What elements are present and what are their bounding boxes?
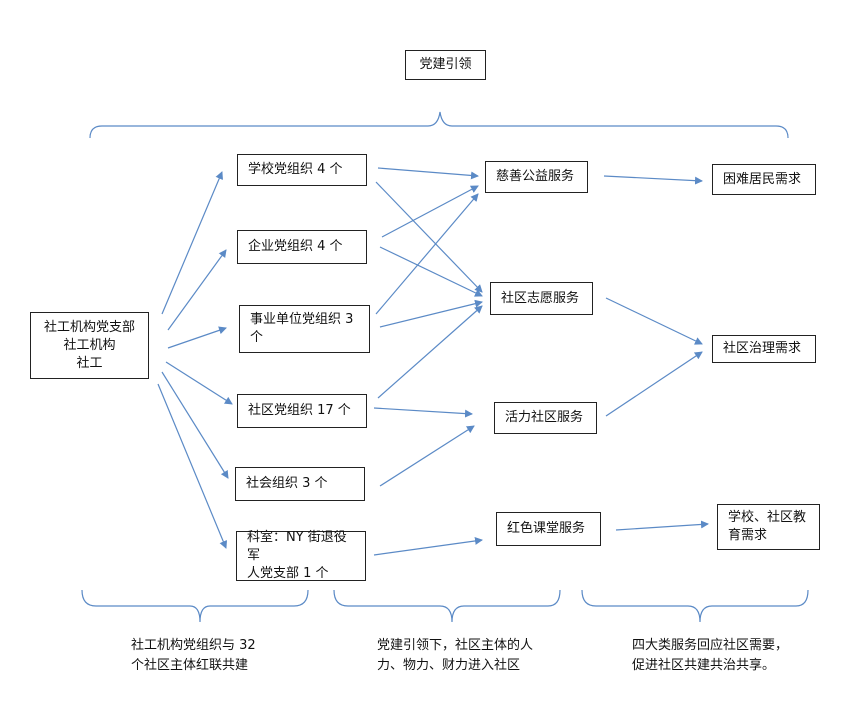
arrow-source-to-org-3 xyxy=(167,326,227,349)
bottom-note-middle: 党建引领下，社区主体的人 力、物力、财力进入社区 xyxy=(377,638,534,673)
arrow-service-1-to-need-1 xyxy=(603,175,703,185)
need-node-label: 社区治理需求 xyxy=(723,341,802,356)
need-node-label: 困难居民需求 xyxy=(723,171,802,187)
arrow-org-3-to-service-2 xyxy=(379,299,483,328)
arrow-org-2-to-service-2 xyxy=(379,246,483,297)
org-node-label: 社区党组织 17 个 xyxy=(248,403,351,418)
service-node-2: 社区志愿服务 xyxy=(490,282,593,315)
org-node-2: 企业党组织 4 个 xyxy=(237,230,367,264)
org-node-label: 社会组织 3 个 xyxy=(246,476,328,491)
org-node-3: 事业单位党组织 3 个 xyxy=(239,305,370,353)
arrow-org-1-to-service-1 xyxy=(377,167,479,180)
top-label-box: 党建引领 xyxy=(405,50,486,80)
arrow-org-2-to-service-1 xyxy=(381,185,479,238)
arrow-service-4-to-need-3 xyxy=(615,520,709,531)
source-node: 社工机构党支部 社工机构 社工 xyxy=(30,312,149,379)
arrow-org-5-to-service-3 xyxy=(379,425,475,487)
arrow-service-3-to-need-2 xyxy=(605,351,703,417)
service-node-label: 红色课堂服务 xyxy=(507,521,586,536)
arrow-source-to-org-2 xyxy=(167,249,227,331)
bottom-brace-left xyxy=(81,589,309,623)
service-node-3: 活力社区服务 xyxy=(494,402,597,434)
source-node-label: 社工机构党支部 社工机构 社工 xyxy=(43,319,135,371)
service-node-label: 慈善公益服务 xyxy=(496,169,575,184)
arrow-source-to-org-5 xyxy=(161,371,229,479)
need-node-1: 困难居民需求 xyxy=(712,164,816,195)
bottom-note-right: 四大类服务回应社区需要， 促进社区共建共治共享。 xyxy=(632,638,789,673)
service-node-4: 红色课堂服务 xyxy=(496,512,601,546)
service-node-label: 活力社区服务 xyxy=(505,410,584,425)
arrow-org-3-to-service-1 xyxy=(375,193,479,315)
org-node-label: 事业单位党组织 3 个 xyxy=(250,312,354,345)
arrow-org-4-to-service-3 xyxy=(373,407,473,418)
need-node-label: 学校、社区教 育需求 xyxy=(728,510,807,543)
arrow-source-to-org-6 xyxy=(157,383,228,549)
need-node-3: 学校、社区教 育需求 xyxy=(717,504,820,550)
arrow-org-4-to-service-2 xyxy=(377,305,483,399)
arrow-source-to-org-4 xyxy=(165,361,233,405)
arrow-org-1-to-service-2 xyxy=(375,181,483,293)
service-node-1: 慈善公益服务 xyxy=(485,161,588,193)
top-label: 党建引领 xyxy=(419,57,472,72)
top-brace xyxy=(89,111,789,139)
bottom-note-left: 社工机构党组织与 32 个社区主体红联共建 xyxy=(131,638,256,673)
bottom-brace-middle xyxy=(333,589,561,623)
org-node-4: 社区党组织 17 个 xyxy=(237,394,367,428)
org-node-label: 科室：NY 街退役军 人党支部 1 个 xyxy=(247,530,347,581)
arrow-service-2-to-need-2 xyxy=(605,297,703,345)
arrow-org-6-to-service-4 xyxy=(373,537,483,556)
org-node-6: 科室：NY 街退役军 人党支部 1 个 xyxy=(236,530,366,581)
bottom-brace-right xyxy=(581,589,809,623)
org-node-1: 学校党组织 4 个 xyxy=(237,154,367,186)
service-node-label: 社区志愿服务 xyxy=(501,290,580,306)
org-node-label: 学校党组织 4 个 xyxy=(248,162,343,177)
org-node-label: 企业党组织 4 个 xyxy=(248,239,343,254)
arrow-source-to-org-1 xyxy=(161,171,223,315)
org-node-5: 社会组织 3 个 xyxy=(235,467,365,501)
need-node-2: 社区治理需求 xyxy=(712,335,816,363)
